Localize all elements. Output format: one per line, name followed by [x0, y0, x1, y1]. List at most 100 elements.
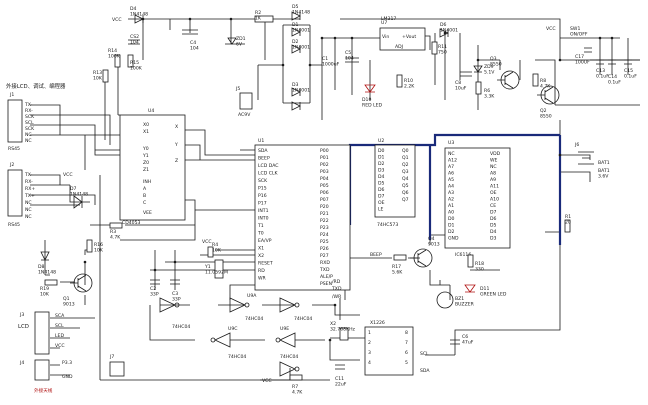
part-value-r16: 10K	[94, 248, 104, 254]
svg-text:X1: X1	[143, 129, 149, 135]
svg-text:X0: X0	[143, 122, 149, 128]
u3-pin-label: A5	[448, 177, 454, 183]
u3-pin-label: A8	[490, 171, 496, 177]
svg-text:NC: NC	[25, 132, 32, 138]
u2-pin-label: D1	[378, 155, 385, 161]
svg-text:SCL: SCL	[25, 120, 34, 126]
u1-pin-label: X2	[258, 253, 264, 259]
svg-text:AC9V: AC9V	[238, 112, 251, 118]
u1-pin-label: RD	[258, 268, 265, 274]
connector-j2: J2 RS45 TX- RX- RX+ TX+ NC NC NC	[7, 162, 35, 228]
part-ref-x2: X2	[330, 321, 336, 327]
svg-text:5: 5	[405, 360, 408, 366]
svg-text:A: A	[143, 186, 147, 192]
svg-text:74HC04: 74HC04	[280, 354, 298, 360]
svg-text:J2: J2	[9, 162, 14, 168]
u2-pin-label: Q0	[402, 148, 409, 154]
svg-text:U1: U1	[258, 138, 264, 144]
part-value-c5: 104	[345, 56, 354, 62]
part-value-d4: 1N4148	[130, 12, 148, 18]
svg-text:TXD: TXD	[331, 286, 342, 292]
u1-pin-label: LCD CLK	[258, 171, 279, 177]
u3-pin-label: A1	[448, 203, 454, 209]
u3-pin-label: A10	[490, 197, 499, 203]
part-value-r15: 100K	[130, 66, 143, 72]
u3-pin-label: D1	[448, 223, 455, 229]
part-value-c8: 10uF	[455, 86, 467, 92]
u3-pin-label: A6	[448, 171, 454, 177]
svg-text:6: 6	[405, 350, 408, 356]
u2-pin-label: D0	[378, 148, 385, 154]
part-value-d5: 1N4148	[292, 10, 310, 16]
svg-text:74HC04: 74HC04	[245, 316, 263, 322]
part-value-r4: 10K	[212, 248, 222, 254]
part-value-r3: 4.7K	[110, 235, 121, 241]
u3-pin-label: A0	[448, 210, 454, 216]
u3-pin-label: D3	[490, 236, 497, 242]
svg-text:INH: INH	[143, 179, 151, 185]
svg-text:RS45: RS45	[8, 146, 20, 152]
svg-text:NC: NC	[25, 200, 32, 206]
svg-text:U9C: U9C	[228, 326, 238, 332]
svg-text:NC: NC	[25, 207, 32, 213]
part-ref-cs2: CS2	[130, 34, 139, 40]
u2-pin-label: Q3	[402, 169, 409, 175]
part-value-r1: 20	[565, 220, 571, 226]
u1-pin-label: P16	[258, 193, 267, 199]
svg-text:VCC: VCC	[55, 343, 65, 349]
u1-pin-label: P02	[320, 162, 329, 168]
connector-j3: J3 LCD SCA SCL LED VCC	[18, 311, 65, 355]
part-value-c1: 1000uF	[322, 62, 340, 68]
u3-pin-label: D7	[490, 210, 497, 216]
part-ref-r14: R14	[108, 48, 117, 54]
part-ref-r15: R15	[130, 60, 139, 66]
svg-text:SCL: SCL	[420, 351, 429, 357]
part-value-c6: 47uF	[462, 340, 474, 346]
part-value-c3: 33P	[172, 297, 181, 303]
u1-pin-label: P27	[320, 253, 329, 259]
connector-j5: J5 AC9V	[235, 86, 253, 118]
diodes	[40, 11, 483, 293]
u1-pin-label: PSEN	[320, 281, 332, 287]
svg-text:U2: U2	[378, 138, 384, 144]
part-ref-d1: D1	[292, 22, 299, 28]
u3-pin-label: A11	[490, 184, 499, 190]
u1-pin-label: ALE/P	[320, 274, 333, 280]
u2-pin-label: D7	[378, 194, 385, 200]
part-ref-r18: R18	[475, 261, 484, 267]
passives	[44, 15, 632, 381]
part-value-d1: 1N4001	[292, 28, 310, 34]
part-ref-y1: Y1	[204, 264, 211, 270]
part-value-zd9: 5.1V	[484, 70, 495, 76]
u1-pin-label: BEEP	[258, 156, 270, 162]
svg-text:CD4053: CD4053	[122, 220, 141, 226]
u1-pin-label: P03	[320, 169, 329, 175]
u1-pin-label: T1	[257, 223, 264, 229]
svg-text:J4: J4	[19, 360, 24, 366]
part-value-r14: 100K	[108, 54, 121, 60]
u1-pin-label: P22	[320, 218, 329, 224]
svg-text:74HC04: 74HC04	[172, 324, 190, 330]
u1-pin-label: EA/VP	[258, 238, 272, 244]
svg-text:B: B	[143, 193, 146, 199]
svg-text:U4: U4	[148, 108, 154, 114]
part-value-r8: 4.7K	[540, 84, 551, 90]
transistors	[70, 70, 560, 293]
part-value-q2: 8550	[540, 114, 552, 120]
connector-j1: 外接LCD、调试、编程器 J1 RS45 TX- RX- SCK SCL SCK…	[6, 82, 66, 152]
u2-pin-label: D4	[378, 174, 385, 180]
part-value-d8: 1N4148	[38, 270, 56, 276]
u2-pin-label: D5	[378, 181, 385, 187]
svg-text:VEE: VEE	[143, 210, 152, 216]
svg-text:/WR: /WR	[332, 294, 342, 300]
part-ref-c13: C13	[596, 68, 605, 74]
svg-text:GND: GND	[62, 374, 73, 380]
part-ref-r19: R19	[40, 286, 49, 292]
svg-text:TX-: TX-	[24, 102, 33, 108]
chip-u7: U7 LM317 Vin +Vout ADJ	[379, 16, 426, 51]
part-value-cs2: 104	[130, 40, 139, 46]
part-value-zd1: 6V	[236, 42, 243, 48]
svg-text:4: 4	[368, 360, 371, 366]
u1-pin-label: P25	[320, 239, 329, 245]
